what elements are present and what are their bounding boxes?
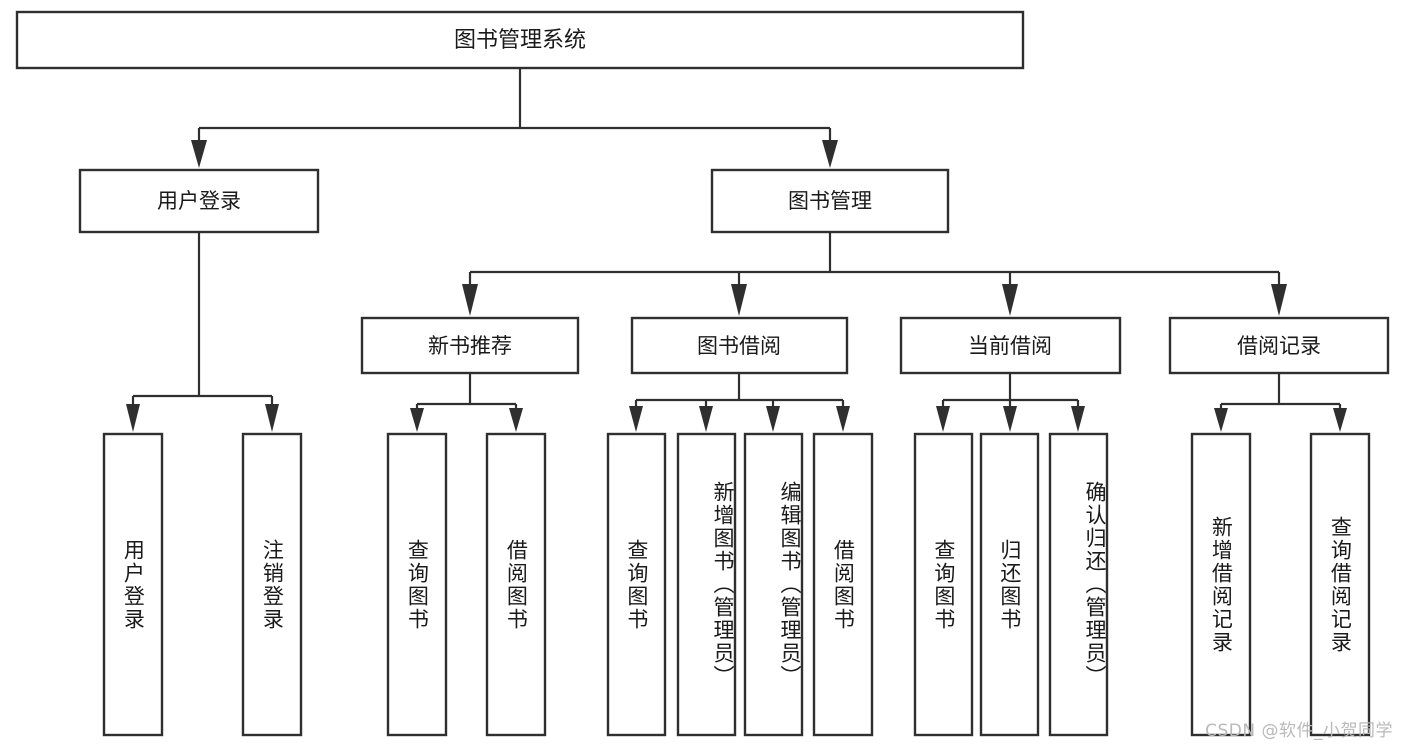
node-new-book-recommend[interactable]: 新书推荐 xyxy=(360,316,580,375)
arrow-head-leaf-query-book-recommend xyxy=(410,408,424,432)
node-leaf-return-book-box[interactable] xyxy=(979,432,1040,737)
node-book-borrow-box[interactable] xyxy=(630,316,849,375)
node-current-borrow[interactable]: 当前借阅 xyxy=(899,316,1122,375)
connector-group-current-borrow xyxy=(936,373,1085,432)
arrow-head-leaf-query-borrow-record xyxy=(1333,408,1347,432)
arrow-head-new-book-recommend xyxy=(462,284,478,316)
arrow-head-leaf-confirm-return-admin xyxy=(1071,406,1085,432)
node-book-management[interactable]: 图书管理 xyxy=(710,168,950,234)
arrow-head-leaf-add-book-admin xyxy=(699,406,713,432)
arrow-head-leaf-query-book-current xyxy=(936,406,950,432)
node-leaf-add-borrow-record-box[interactable] xyxy=(1190,432,1252,737)
node-leaf-query-book-recommend-box[interactable] xyxy=(386,432,448,737)
node-user-login-box[interactable] xyxy=(78,168,320,234)
connector-group-root xyxy=(191,68,838,168)
connector-group-user-login xyxy=(126,232,279,432)
arrow-head-leaf-add-borrow-record xyxy=(1214,408,1228,432)
watermark-text: CSDN @软件_小贺同学 xyxy=(1205,721,1393,741)
node-root-label: 图书管理系统 xyxy=(454,28,586,53)
node-leaf-logout-login-box[interactable] xyxy=(241,432,303,737)
node-new-book-recommend-label: 新书推荐 xyxy=(428,334,512,358)
arrow-head-leaf-borrow-book-recommend xyxy=(509,408,523,432)
arrow-head-book-borrow xyxy=(731,284,747,316)
node-user-login[interactable]: 用户登录 xyxy=(78,168,320,234)
node-borrow-record-box[interactable] xyxy=(1168,316,1390,375)
node-leaf-query-borrow-record-box[interactable] xyxy=(1309,432,1371,737)
arrow-head-borrow-record xyxy=(1271,284,1287,316)
node-book-borrow-label: 图书借阅 xyxy=(697,334,781,358)
arrow-head-current-borrow xyxy=(1002,284,1018,316)
node-leaf-add-book-admin-box[interactable] xyxy=(676,432,737,737)
node-book-borrow[interactable]: 图书借阅 xyxy=(630,316,849,375)
node-root[interactable]: 图书管理系统 xyxy=(15,10,1025,70)
node-leaf-query-book-borrow-box[interactable] xyxy=(606,432,667,737)
node-root-box[interactable] xyxy=(15,10,1025,70)
arrow-head-leaf-query-book-borrow xyxy=(629,406,643,432)
arrow-head-leaf-return-book xyxy=(1003,406,1017,432)
leaf-boxes xyxy=(102,432,1371,737)
node-book-management-label: 图书管理 xyxy=(788,189,872,213)
connector-group-new-book-recommend xyxy=(410,373,523,432)
node-leaf-borrow-book-recommend-box[interactable] xyxy=(485,432,547,737)
node-borrow-record[interactable]: 借阅记录 xyxy=(1168,316,1390,375)
node-leaf-edit-book-admin-box[interactable] xyxy=(743,432,804,737)
arrow-head-user-login xyxy=(191,140,207,168)
arrow-head-book-management xyxy=(822,140,838,168)
arrow-head-leaf-edit-book-admin xyxy=(766,406,780,432)
connector-group-book-borrow xyxy=(629,373,850,432)
node-leaf-confirm-return-admin-box[interactable] xyxy=(1048,432,1109,737)
node-book-management-box[interactable] xyxy=(710,168,950,234)
node-leaf-borrow-book-box[interactable] xyxy=(812,432,874,737)
arrow-head-leaf-borrow-book xyxy=(836,406,850,432)
connector-group-borrow-record xyxy=(1214,373,1347,432)
node-borrow-record-label: 借阅记录 xyxy=(1237,334,1321,358)
connector-group-book-management xyxy=(462,232,1287,316)
node-user-login-label: 用户登录 xyxy=(157,189,241,213)
node-leaf-query-book-current-box[interactable] xyxy=(913,432,974,737)
arrow-head-leaf-logout-login xyxy=(265,404,279,432)
node-current-borrow-label: 当前借阅 xyxy=(968,334,1052,358)
node-leaf-user-login-box[interactable] xyxy=(102,432,164,737)
arrow-head-leaf-user-login xyxy=(126,404,140,432)
node-current-borrow-box[interactable] xyxy=(899,316,1122,375)
node-new-book-recommend-box[interactable] xyxy=(360,316,580,375)
